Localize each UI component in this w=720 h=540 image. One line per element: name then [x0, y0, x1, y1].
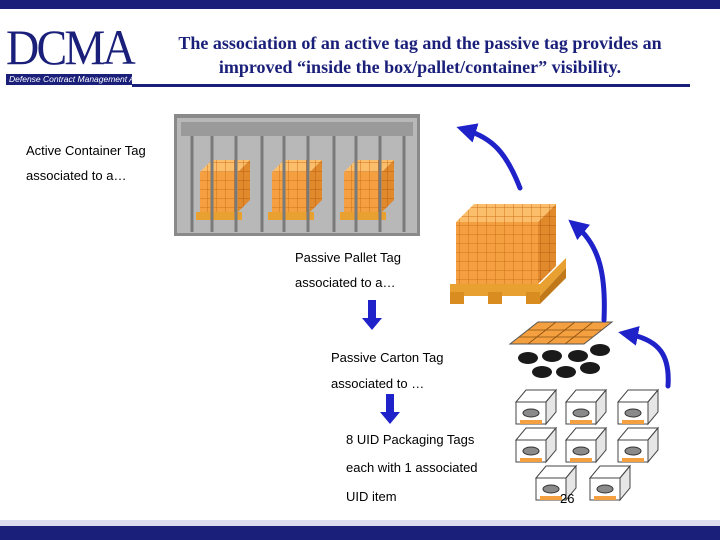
carton-tag-label-line-2: associated to …: [331, 376, 425, 391]
uid-box: [564, 426, 608, 464]
curved-arrow-pallet-to-container: [456, 123, 523, 191]
logo-subtitle: Defense Contract Management Agency: [6, 74, 158, 85]
carton-tag-label-line-1: Passive Carton Tag: [331, 350, 444, 365]
curved-arrow-carton-to-pallet: [568, 219, 607, 323]
logo-text: DCMA: [6, 19, 136, 75]
bottom-band: [0, 526, 720, 540]
title-underline: [132, 84, 690, 87]
uid-box: [616, 426, 660, 464]
down-arrow-pallet-to-carton: [362, 300, 382, 330]
uid-tag-label-line-1: 8 UID Packaging Tags: [346, 432, 475, 447]
title-line-1: The association of an active tag and the…: [178, 33, 662, 53]
container-tag-label-line-2: associated to a…: [26, 168, 127, 183]
uid-tag-label-line-2: each with 1 associated: [346, 460, 478, 475]
dcma-logo: DCMA Defense Contract Management Agency: [6, 19, 158, 85]
top-band: [0, 0, 720, 9]
container-illustration: [174, 114, 420, 236]
slide-title: The association of an active tag and the…: [140, 31, 700, 79]
uid-tag-label-line-3: UID item: [346, 489, 397, 504]
uid-box: [616, 388, 660, 426]
uid-box: [564, 388, 608, 426]
curved-arrow-items-to-carton: [618, 326, 671, 389]
carton-illustration: [508, 321, 614, 378]
uid-box: [588, 464, 632, 502]
title-line-2: improved “inside the box/pallet/containe…: [218, 57, 622, 77]
pallet-tag-label-line-1: Passive Pallet Tag: [295, 250, 401, 265]
page-number: 26: [560, 491, 575, 506]
pallet-tag-label-line-2: associated to a…: [295, 275, 396, 290]
pallet-illustration: [450, 204, 566, 304]
uid-item-boxes: [514, 388, 660, 502]
bottom-band-light: [0, 520, 720, 526]
uid-box: [514, 426, 558, 464]
down-arrow-carton-to-uid: [380, 394, 400, 424]
uid-box: [534, 464, 578, 502]
container-tag-label-line-1: Active Container Tag: [26, 143, 146, 158]
uid-box: [514, 388, 558, 426]
